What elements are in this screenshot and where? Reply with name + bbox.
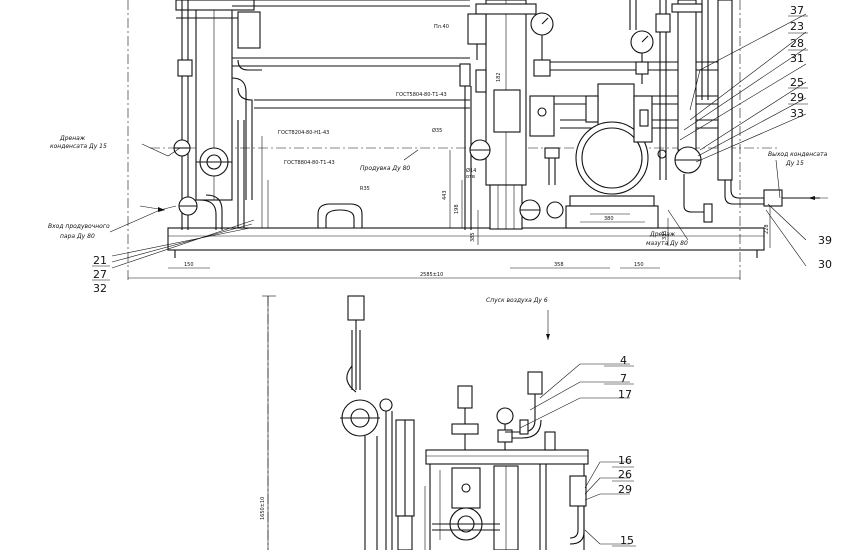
callout-30: 30 bbox=[818, 258, 832, 271]
condensate-outlet-label-2: Ду 15 bbox=[785, 160, 804, 167]
gost-c-label: ГОСТ8804-80-Т1-43 bbox=[284, 160, 335, 166]
dim-vertical-total: 1650±10 bbox=[260, 497, 266, 520]
callout-28: 28 bbox=[790, 37, 804, 50]
gost-a-label: ГОСТ5804-80-Т1-43 bbox=[396, 92, 447, 98]
callout-16: 16 bbox=[618, 454, 632, 467]
dim-150b: 150 bbox=[634, 262, 644, 268]
dim-385: 385 bbox=[470, 232, 476, 242]
air-vent-label: Спуск воздуха Ду 6 bbox=[486, 297, 548, 304]
pipe-support bbox=[317, 203, 363, 229]
side-frame-top bbox=[425, 449, 589, 465]
callout-27: 27 bbox=[93, 268, 107, 281]
callout-31: 31 bbox=[790, 52, 804, 65]
callout-33: 33 bbox=[790, 107, 804, 120]
callout-39: 39 bbox=[818, 234, 832, 247]
dim-overall: 2585±10 bbox=[420, 272, 443, 278]
dim-182: 182 bbox=[496, 72, 502, 82]
condensate-outlet-label-1: Выход конденсата bbox=[768, 151, 828, 158]
callout-23: 23 bbox=[790, 20, 804, 33]
dia14-label-1: Ø14 bbox=[466, 167, 476, 174]
dim-358: 358 bbox=[554, 262, 564, 268]
right-filter-column bbox=[677, 0, 697, 151]
purge-steam-label-1: Вход продувочного bbox=[48, 223, 110, 230]
callout-7: 7 bbox=[620, 372, 627, 385]
fuel-drain-label-2: мазута Ду 80 bbox=[646, 240, 688, 247]
callout-17: 17 bbox=[618, 388, 632, 401]
leader-lines bbox=[109, 13, 828, 545]
drain-condensate-label-1: Дренаж bbox=[59, 135, 86, 142]
dim-335: 335 bbox=[662, 230, 668, 240]
callout-32: 32 bbox=[93, 282, 107, 295]
callout-37: 37 bbox=[790, 4, 804, 17]
dim-150a: 150 bbox=[184, 262, 194, 268]
base-frame bbox=[167, 227, 765, 251]
dia14-label-2: отв bbox=[466, 174, 475, 180]
callout-25: 25 bbox=[790, 76, 804, 89]
r35-label: R35 bbox=[360, 186, 370, 192]
side-elevation-view bbox=[262, 295, 589, 550]
dim-443: 443 bbox=[442, 190, 448, 200]
dia35-label: Ø35 bbox=[432, 127, 442, 134]
pump-casing bbox=[575, 121, 649, 195]
callout-15: 15 bbox=[620, 534, 634, 547]
pl40-label: Пл.40 bbox=[434, 24, 449, 30]
callout-21: 21 bbox=[93, 254, 107, 267]
callout-29b: 29 bbox=[618, 483, 632, 496]
side-handwheel-icon bbox=[496, 407, 514, 425]
dim-228: 228 bbox=[764, 224, 770, 234]
drain-condensate-label-2: конденсата Ду 15 bbox=[50, 143, 107, 150]
front-elevation-view bbox=[127, 0, 820, 280]
dim-198: 198 bbox=[454, 204, 460, 214]
callout-26: 26 bbox=[618, 468, 632, 481]
dim-380: 380 bbox=[604, 216, 614, 222]
strainer-box bbox=[529, 95, 555, 137]
dimension-text: 2585±10 150 358 150 380 443 198 385 335 … bbox=[184, 72, 770, 520]
gost-b-label: ГОСТ8204-80-Н1-43 bbox=[278, 130, 329, 136]
purge-label: Продувка Ду 80 bbox=[360, 165, 410, 172]
callout-4: 4 bbox=[620, 354, 627, 367]
text-labels: Дренаж конденсата Ду 15 Вход продувочног… bbox=[48, 24, 828, 304]
callout-numbers: 21 27 32 37 23 28 31 25 29 33 39 30 4 7 … bbox=[92, 4, 832, 547]
purge-steam-label-2: пара Ду 80 bbox=[60, 233, 95, 240]
pump-base bbox=[565, 205, 659, 229]
fuel-drain-label-1: Дренаж bbox=[649, 231, 676, 238]
callout-29: 29 bbox=[790, 91, 804, 104]
